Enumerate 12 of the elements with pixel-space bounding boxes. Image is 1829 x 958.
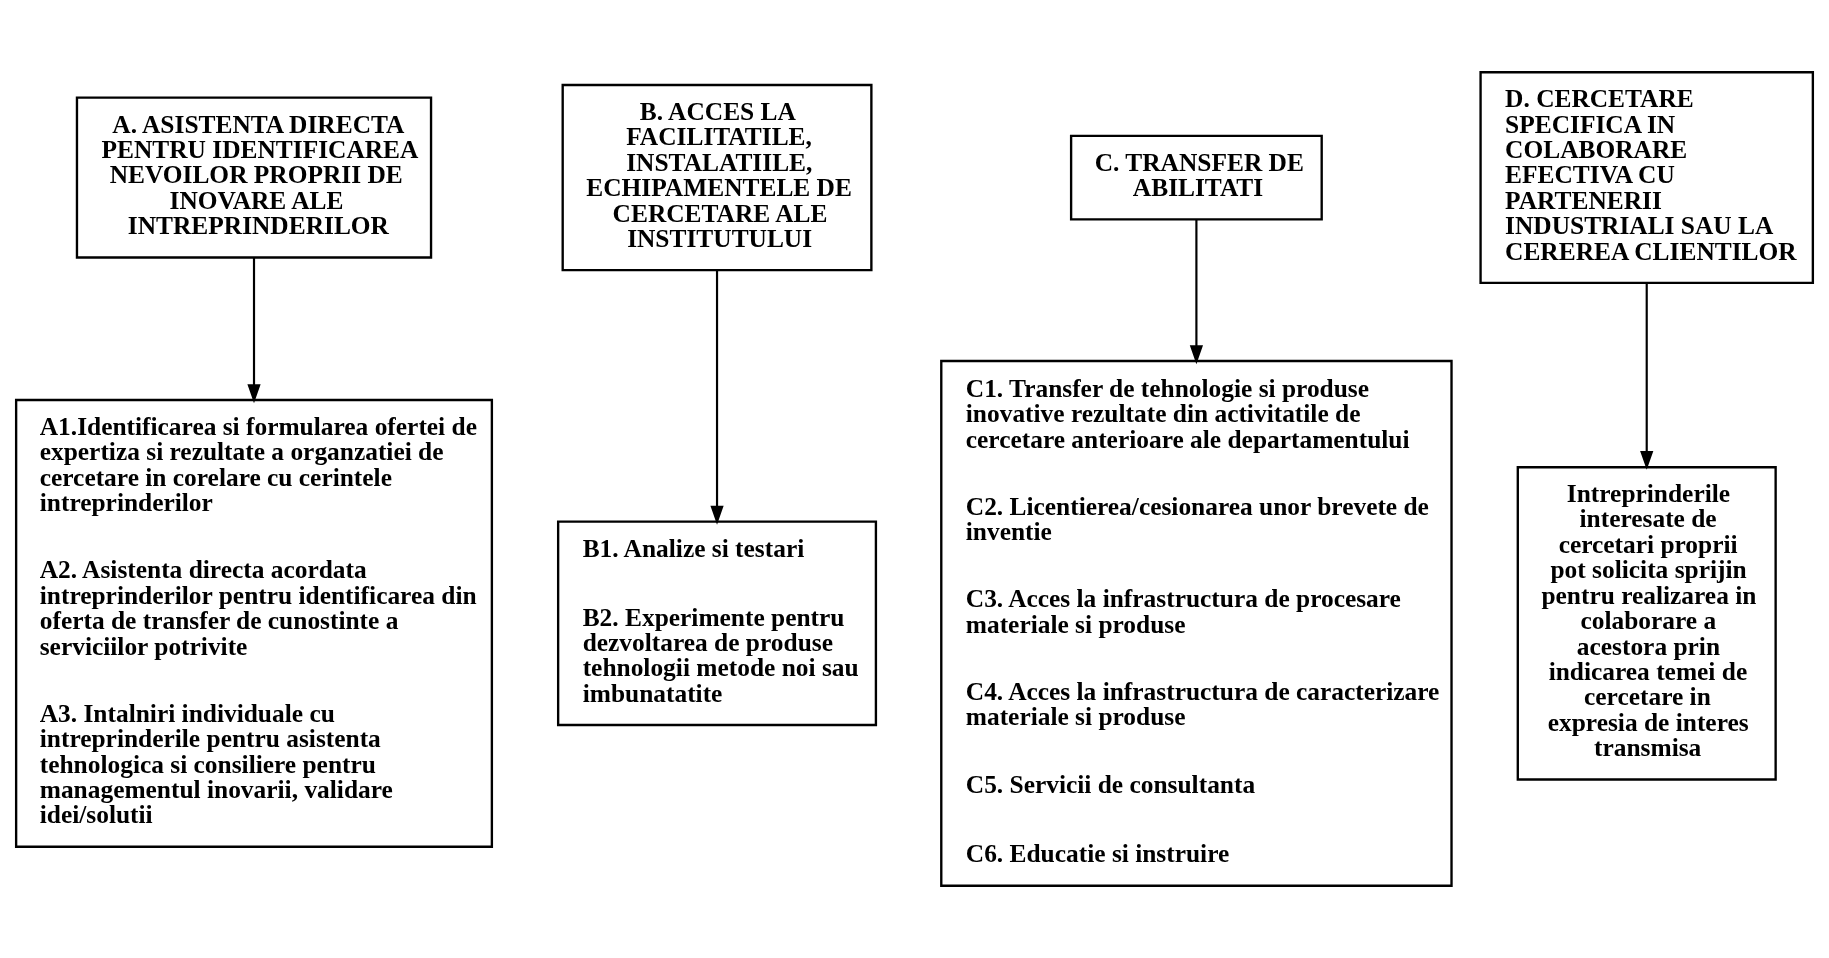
arrow: [1189, 219, 1204, 365]
arrow: [710, 270, 724, 525]
node-box: B1. Analize si testari B2. Experimente pentru dezvoltarea de produse tehnologii metode noi sau imbunatatite: [556, 520, 878, 727]
node-box: C1. Transfer de tehnologie si produse inovative rezultate din activitatile de cercetare anterioare ale departamentului C2. Licentierea/cesionarea unor brevete de inventie C3. Acces la infrastructura de procesare materiale si produse C4. Acces la infrastructura de caracterizare materiale si produse C5. Servicii de consultanta C6. Educatie si instruire: [940, 359, 1453, 887]
node-box: B. ACCES LA FACILITATILE, INSTALATIILE, ECHIPAMENTELE DE CERCETARE ALE INSTITUTULUI: [561, 83, 873, 272]
node-box: Intreprinderile interesate de cercetari proprii pot solicita sprijin pentru realizarea in colaborare a acestora prin indicarea temei de cercetare in expresia de interes transmisa: [1516, 466, 1777, 781]
arrow: [247, 257, 261, 404]
node-box: A1.Identificarea si formularea ofertei de expertiza si rezultate a organzatiei de cercetare in corelare cu cerintele intreprinderilor A2. Asistenta directa acordata intreprinderilor pentru identificarea din oferta de transfer de cunostinte a serviciilor potrivite A3. Intalniri individuale cu intreprinderile pentru asistenta tehnologica si consiliere pentru managementul inovarii, validare idei/solutii: [14, 398, 494, 848]
node-box: C. TRANSFER DE ABILITATI: [1069, 134, 1323, 221]
arrow: [1640, 283, 1654, 470]
node-box: D. CERCETARE SPECIFICA IN COLABORARE EFECTIVA CU PARTENERII INDUSTRIALI SAU LA CEREREA CLIENTILOR: [1479, 71, 1815, 285]
node-box: A. ASISTENTA DIRECTA PENTRU IDENTIFICAREA NEVOILOR PROPRII DE INOVARE ALE INTREPRINDERILOR: [75, 96, 433, 259]
